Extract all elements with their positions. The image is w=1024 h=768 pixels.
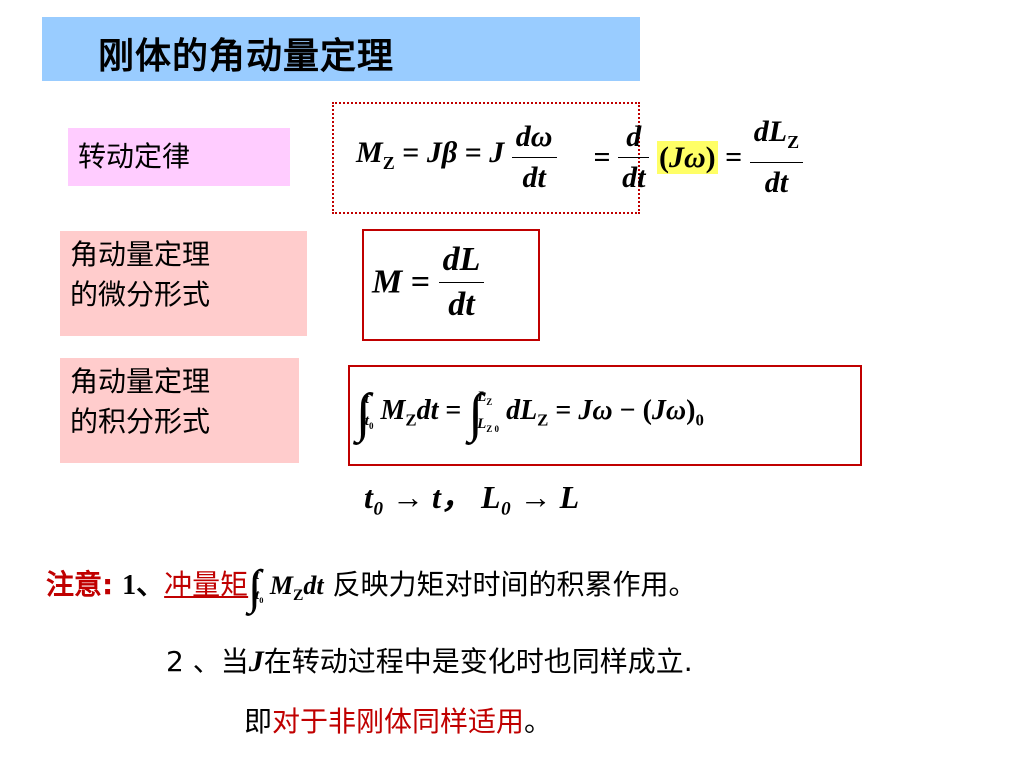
note-1-prefix: 1、: [122, 570, 165, 601]
equation-1-frame: [332, 102, 640, 214]
note-3-end: 。: [524, 705, 553, 738]
note-line-3: 即对于非刚体同样适用。: [244, 700, 552, 744]
note-label: 注意:: [46, 568, 114, 601]
label-differential-form: 角动量定理 的微分形式: [60, 231, 307, 336]
label-integral-line2: 的积分形式: [70, 405, 211, 438]
note-2-prefix: 2 、当: [166, 645, 249, 678]
label-rotation-law: 转动定律: [68, 128, 290, 186]
equation-3-frame: [348, 365, 862, 466]
note-1-term: 冲量矩: [164, 568, 249, 601]
note-2-var: J: [248, 645, 264, 678]
label-differential-line2: 的微分形式: [70, 278, 211, 311]
note-3-prefix: 即: [244, 705, 273, 738]
limits-text: t₀ → t， L₀ → L: [364, 479, 580, 515]
label-integral-line1: 角动量定理: [70, 365, 211, 398]
page-title: 刚体的角动量定理: [98, 36, 395, 77]
equation-2-frame: [362, 229, 540, 341]
note-1-rest: 反映力矩对时间的积累作用。: [332, 568, 697, 601]
note-line-2: 2 、当J在转动过程中是变化时也同样成立.: [166, 640, 693, 684]
note-2-rest: 在转动过程中是变化时也同样成立.: [263, 645, 693, 678]
title-bar: [42, 17, 640, 81]
note-3-red: 对于非刚体同样适用: [272, 705, 525, 738]
label-integral-form: 角动量定理 的积分形式: [60, 358, 299, 463]
label-differential-line1: 角动量定理: [70, 238, 211, 271]
